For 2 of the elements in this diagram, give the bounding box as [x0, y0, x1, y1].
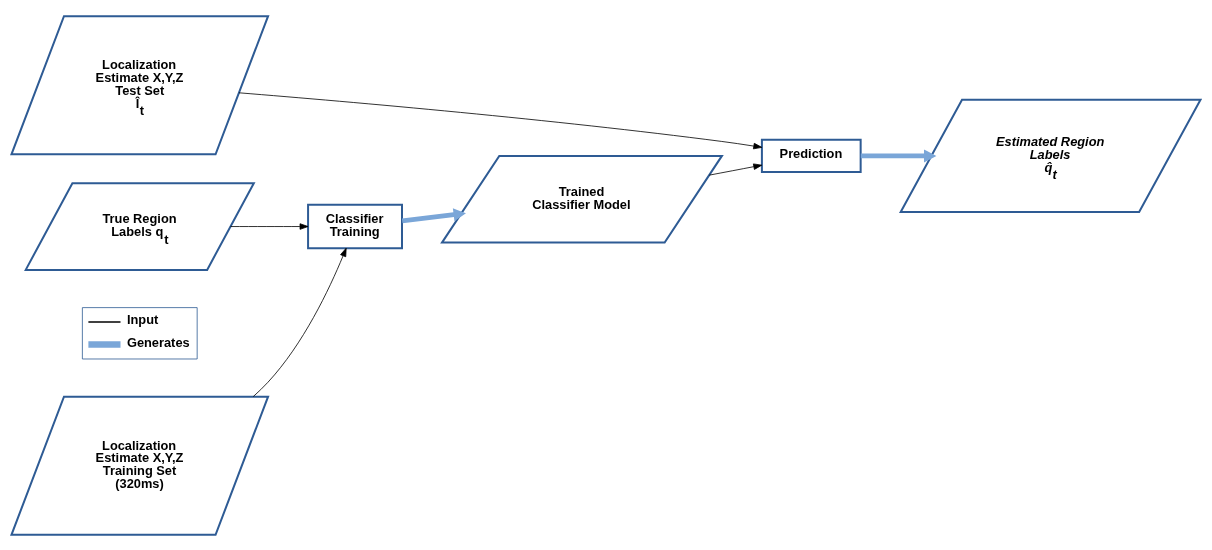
legend-label: Input — [126, 311, 159, 327]
legend-label: Generates — [126, 334, 190, 350]
